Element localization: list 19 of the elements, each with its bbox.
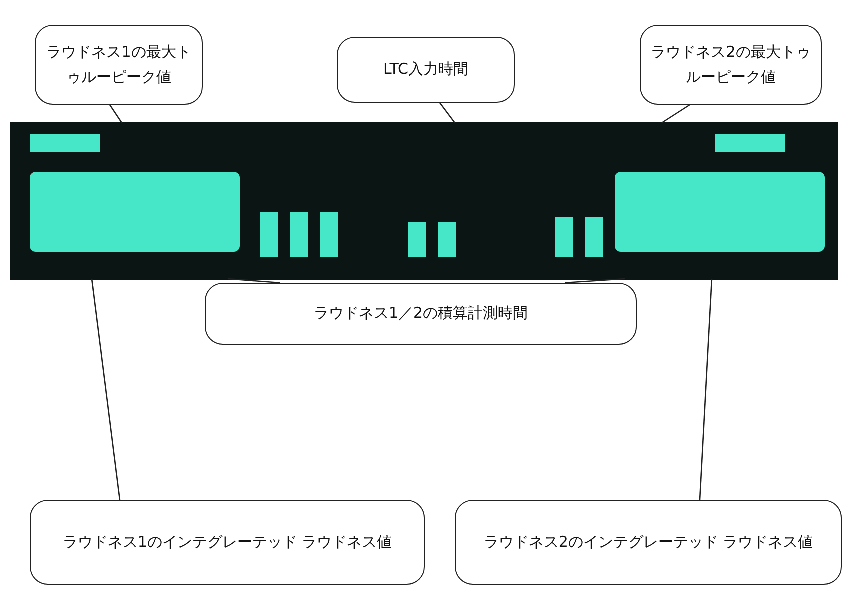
- callout-bubble: [337, 37, 515, 103]
- callout-text: ラウドネス2のインテグレーテッド ラウドネス値: [484, 532, 814, 553]
- callout-text: ラウドネス1の最大トゥルーピーク値: [46, 42, 192, 88]
- callout-bubble: [640, 25, 822, 105]
- leader-line: [228, 278, 280, 284]
- callout-bubble: [205, 283, 637, 345]
- leader-line: [564, 278, 626, 284]
- leader-line: [439, 102, 456, 124]
- callout-bubble: [35, 25, 203, 105]
- callout-text: ラウドネス2の最大トゥルーピーク値: [651, 42, 811, 88]
- callout-bubble: [455, 500, 842, 585]
- callout-text: LTC入力時間: [383, 59, 469, 80]
- leader-line: [91, 278, 121, 500]
- callout-bubble: [30, 500, 425, 585]
- leader-line: [699, 278, 713, 500]
- picture: [10, 122, 838, 280]
- leader-line: [109, 104, 123, 124]
- callout-text: ラウドネス1のインテグレーテッド ラウドネス値: [62, 532, 392, 553]
- callout-text: ラウドネス1／2の積算計測時間: [314, 303, 528, 324]
